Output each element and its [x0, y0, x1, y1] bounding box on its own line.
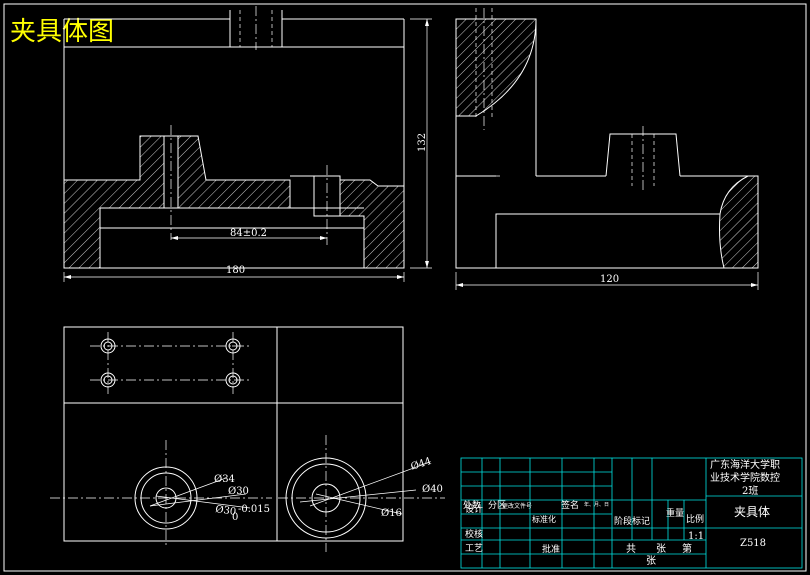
tb-approve: 批准	[542, 543, 560, 555]
tb-stage: 阶段标记	[614, 515, 650, 527]
dim-side-width: 120	[600, 274, 619, 285]
tb-school-3: 2班	[742, 485, 758, 497]
tb-date: 年、月、日	[584, 501, 609, 508]
dim-left-d1: Ø34	[214, 474, 235, 485]
tb-school-1: 广东海洋大学职	[710, 458, 780, 471]
dim-height: 132	[417, 133, 428, 152]
tb-zone: 分区	[488, 500, 506, 511]
dim-width: 180	[226, 265, 245, 276]
tb-part-name: 夹具体	[734, 505, 770, 519]
tb-drawing-no: Z518	[740, 538, 766, 549]
tb-std: 标准化	[532, 514, 556, 524]
tb-design: 设计	[465, 503, 483, 515]
dim-right-d3: Ø16	[381, 508, 402, 519]
plan-view: Ø34 Ø30 Ø30 -0.015 0 Ø44 Ø40 Ø16	[50, 326, 445, 552]
dim-right-d2: Ø40	[422, 484, 443, 495]
tb-total: 共	[626, 543, 636, 555]
dim-left-tol2: 0	[232, 512, 238, 523]
title-block: 广东海洋大学职 业技术学院数控 2班 夹具体 Z518 处数 分区 更改文件号 …	[460, 457, 803, 569]
tb-scale-label: 比例	[686, 513, 704, 525]
tb-school-2: 业技术学院数控	[710, 471, 780, 484]
dim-left-tol: -0.015	[238, 504, 270, 515]
tb-sheet-unit: 张	[646, 555, 656, 567]
tb-weight: 重量	[666, 507, 684, 519]
dim-left-d3: Ø30	[215, 504, 237, 518]
dim-bore: 84±0.2	[230, 228, 267, 239]
dim-right-d1: Ø44	[410, 456, 433, 473]
tb-sign: 签名	[561, 499, 579, 511]
tb-count: 处数	[463, 499, 481, 511]
tb-doc: 更改文件号	[502, 502, 532, 510]
drawing-border	[3, 3, 807, 572]
side-view: 120	[455, 8, 759, 290]
front-view: 84±0.2 180 132	[63, 6, 432, 282]
tb-sheet: 第	[682, 542, 692, 555]
tb-process: 工艺	[465, 543, 483, 554]
left-bore: Ø34 Ø30 Ø30 -0.015 0	[50, 440, 272, 548]
tb-sheets: 张	[656, 543, 666, 555]
tb-scale: 1:1	[688, 531, 704, 542]
right-bore: Ø44 Ø40 Ø16	[278, 435, 445, 552]
dim-left-d2: Ø30	[228, 486, 249, 497]
drawing-title: 夹具体图	[10, 17, 114, 47]
tb-check: 校核	[465, 528, 483, 540]
mounting-holes	[90, 332, 250, 394]
